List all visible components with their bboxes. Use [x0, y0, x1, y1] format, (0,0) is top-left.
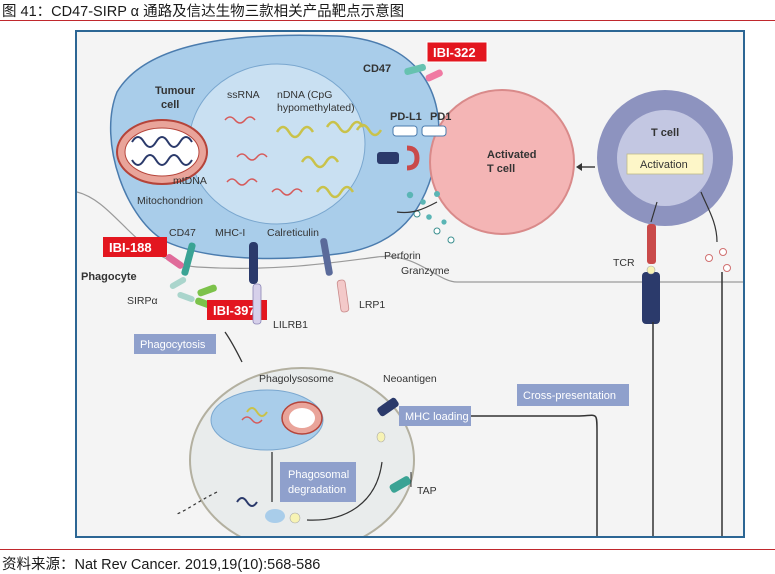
mtdna-label: mtDNA [173, 175, 207, 187]
phagolysosome: Phagolysosome Phagosomal degradation [176, 367, 415, 536]
mhc-loading-box [399, 406, 471, 426]
perforin-granules [406, 191, 447, 225]
pdl1-label: PD-L1 [390, 111, 422, 123]
mhc-loading-label: MHC loading [405, 411, 469, 423]
tcr-label: TCR [613, 257, 635, 269]
mhc1-receptor [249, 242, 258, 284]
caption-divider [0, 20, 775, 21]
tumour-cell-label: Tumour [155, 85, 196, 97]
activated-tcell-label: Activated [487, 149, 537, 161]
phagosomal-box [280, 462, 356, 502]
ibi397-label: IBI-397 [213, 303, 256, 318]
phagocyte-label: Phagocyte [81, 271, 137, 283]
ibi188-molecule [165, 253, 184, 269]
mhc1-label: MHC-I [215, 227, 245, 239]
calreticulin-label: Calreticulin [267, 227, 319, 239]
source-divider [0, 549, 775, 550]
tcell: T cell Activation [597, 90, 733, 226]
ssrna-label: ssRNA [227, 89, 260, 101]
cd47-top-label: CD47 [363, 63, 391, 75]
ndna-label-2: hypomethylated) [277, 102, 355, 114]
cytokine-dots [705, 248, 731, 272]
phagocytosis-label: Phagocytosis [140, 339, 206, 351]
phagosomal-label-2: degradation [288, 484, 346, 496]
pd1-receptor [421, 125, 447, 137]
neoantigen-label: Neoantigen [383, 373, 437, 385]
ibi397-molecule-1 [197, 284, 217, 297]
ssrna-strands [224, 116, 303, 196]
phagocytosis-box [134, 334, 216, 354]
lrp1-receptor [336, 279, 350, 313]
activated-tcell: Activated T cell [429, 89, 575, 235]
perforin-label: Perforin [384, 250, 421, 262]
sirpa-label: SIRPα [127, 295, 158, 307]
lilrb1-label: LILRB1 [273, 319, 308, 331]
granzyme-label: Granzyme [401, 265, 450, 277]
activation-box [626, 153, 704, 175]
nucleus [188, 63, 366, 225]
pathway-diagram: Tumour cell ssRNA nDNA (CpG hypomethylat… [75, 30, 745, 538]
tumour-cell: Tumour cell ssRNA nDNA (CpG hypomethylat… [109, 34, 440, 260]
ibi397-badge [207, 300, 267, 320]
cd47-top-receptor [404, 63, 426, 76]
mhc-loaded [377, 397, 399, 417]
lilrb1-receptor [252, 283, 262, 325]
tcr-activated [406, 145, 420, 171]
ibi188-label: IBI-188 [109, 240, 152, 255]
sirpa-receptor-1 [169, 277, 187, 289]
phagosomal-label: Phagosomal [288, 469, 349, 481]
activation-label: Activation [640, 159, 688, 171]
ibi322-molecule [425, 69, 443, 82]
mhc-presenting [642, 272, 660, 324]
mitochondrion [116, 119, 208, 185]
cd47-bottom-receptor [181, 242, 196, 276]
mitochondrion-label: Mitochondrion [137, 195, 203, 207]
granzyme-granules [413, 210, 455, 244]
tcell-label: T cell [651, 127, 679, 139]
cross-presentation-box [517, 384, 629, 406]
pd1-label: PD1 [430, 111, 451, 123]
tap-label: TAP [417, 485, 437, 497]
ibi322-label: IBI-322 [433, 45, 476, 60]
calreticulin-receptor [320, 238, 333, 276]
phagocyte-membrane [77, 191, 743, 283]
ibi322-badge [426, 41, 488, 63]
mhc-tumour-side [377, 152, 399, 164]
phagolysosome-label: Phagolysosome [259, 373, 334, 385]
pdl1-receptor [392, 125, 418, 137]
tap-transporter [389, 476, 411, 493]
tcr-receptor [647, 224, 656, 264]
lrp1-label: LRP1 [359, 299, 385, 311]
cross-presentation-label: Cross-presentation [523, 390, 616, 402]
figure-source: 资料来源：Nat Rev Cancer. 2019,19(10):568-586 [2, 557, 321, 573]
cd47-bottom-label: CD47 [169, 227, 196, 239]
ibi188-badge [103, 237, 167, 257]
ndna-strands [275, 120, 383, 199]
activated-tcell-label-2: T cell [487, 163, 515, 175]
sirpa-receptor-2 [177, 291, 195, 303]
figure-caption: 图 41：CD47-SIRP α 通路及信达生物三款相关产品靶点示意图 [2, 4, 405, 20]
tumour-cell-label-2: cell [161, 99, 179, 111]
ndna-label: nDNA (CpG [277, 89, 332, 101]
